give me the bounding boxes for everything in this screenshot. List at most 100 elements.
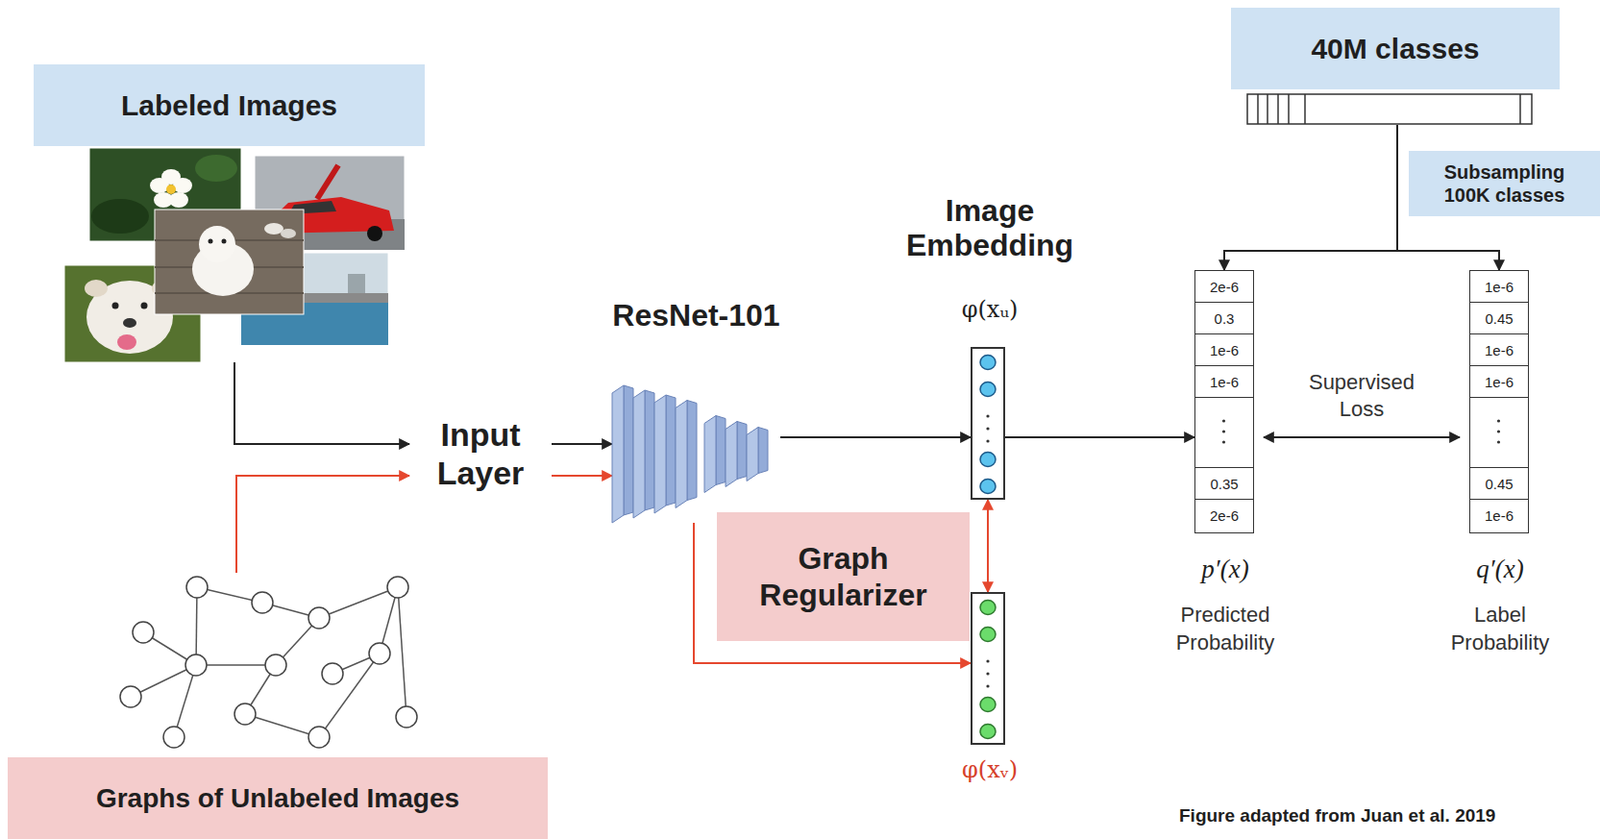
ellipsis-dot: [985, 659, 989, 663]
vector-entry: [980, 724, 996, 739]
puppy-head: [198, 225, 236, 263]
vector-entry: [980, 355, 996, 370]
class-bar-frame: [1247, 94, 1532, 124]
connector-arrow: [1263, 436, 1460, 439]
note-box: Subsampling 100K classes: [1408, 150, 1600, 217]
layer-side: [665, 394, 676, 506]
graph-edge: [196, 587, 197, 665]
bulldog-eye: [112, 302, 120, 310]
layer-front: [725, 421, 738, 488]
class-cell-divider: [1256, 94, 1259, 124]
leaf: [195, 154, 238, 182]
resnet-block: ResNet-101: [612, 385, 781, 523]
vector-entry: [980, 452, 996, 468]
layer-front: [633, 390, 645, 518]
layer-side: [737, 421, 747, 480]
math-label: φ(xᵥ): [884, 756, 1096, 785]
stone: [280, 228, 296, 239]
layer-front: [704, 416, 716, 493]
section-label: Graphs of Unlabeled Images: [7, 757, 548, 839]
section-label: Labeled Images: [33, 64, 425, 147]
ellipsis-dot: [1497, 440, 1501, 444]
ellipsis-dot: [1222, 440, 1226, 444]
vector-entries: [972, 348, 1004, 498]
probability-cell: 2e-6: [1195, 499, 1254, 532]
vector-entry: [980, 479, 996, 494]
box-label: Graph Regularizer: [716, 540, 970, 615]
math-label: p′(x): [1129, 553, 1322, 585]
class-bar: [1246, 93, 1533, 125]
regularizer-box: Graph Regularizer: [716, 512, 970, 641]
ellipsis-cell: [1195, 397, 1254, 468]
ellipsis-dot: [1222, 429, 1226, 433]
layer-side: [644, 390, 655, 511]
probability-cell: 1e-6: [1195, 366, 1254, 398]
probability-cell: 2e-6: [1195, 270, 1254, 303]
ellipsis-dot: [985, 414, 989, 418]
graph-vertex: [395, 706, 418, 728]
graph-vertex: [120, 686, 142, 708]
layer-side: [758, 427, 768, 474]
predicted-vector: 2e-60.31e-61e-60.352e-6p′(x)Predicted Pr…: [1194, 270, 1255, 534]
flower-petal: [149, 177, 170, 194]
ellipsis-dot: [985, 426, 989, 430]
vector-heading: Image Embedding: [884, 193, 1096, 265]
class-cell-divider: [1287, 94, 1290, 124]
vector-caption: Label Probability: [1427, 601, 1573, 657]
flower-petal: [172, 177, 193, 194]
graph-edge: [196, 664, 276, 666]
box-label: Subsampling 100K classes: [1432, 160, 1577, 207]
ellipsis-dot: [1497, 429, 1501, 433]
graph-vertex: [387, 576, 409, 598]
connector-arrow: [1224, 124, 1398, 271]
class-cell-divider: [1304, 94, 1306, 124]
source-note: Figure adapted from Juan et al. 2019: [1179, 805, 1496, 827]
car-wheel: [367, 225, 383, 242]
graph-vertex: [265, 654, 287, 676]
layer-front: [612, 385, 624, 523]
neighbor-embedding-vector: φ(xᵥ): [970, 591, 1006, 745]
vector-caption: Predicted Probability: [1153, 601, 1298, 657]
puppy-eye: [221, 239, 227, 245]
bulldog-ear: [84, 279, 108, 297]
flower-petal: [153, 192, 173, 208]
connector-arrow: [986, 499, 989, 592]
label-holder: Figure adapted from Juan et al. 2019: [1179, 805, 1496, 827]
puppy-photo: [154, 209, 304, 315]
graph-vertex: [186, 576, 208, 598]
layer-side: [623, 385, 634, 516]
puppy-eye: [208, 239, 214, 245]
graph-vertex: [185, 654, 207, 676]
bulldog-tongue: [117, 334, 137, 350]
probability-cell: 1e-6: [1470, 366, 1528, 398]
connector-arrow: [551, 443, 613, 445]
graph-vertex: [251, 591, 273, 614]
vector-entry: [980, 627, 996, 642]
graph-vertex: [321, 663, 344, 685]
probability-cell: 1e-6: [1470, 499, 1528, 532]
probability-cell: 0.45: [1470, 302, 1528, 335]
flower-center: [166, 184, 176, 195]
probability-cell: 1e-6: [1470, 270, 1528, 303]
image-graph-group: Graphs of Unlabeled Images: [7, 572, 548, 839]
leaf: [91, 198, 149, 234]
layer-front: [654, 394, 666, 514]
connector-arrow: [236, 475, 410, 573]
connector-arrow: [780, 436, 971, 439]
layer-front: [746, 427, 759, 482]
math-label: φ(xᵤ): [884, 295, 1096, 324]
image-collage-group: Labeled Images: [33, 64, 425, 363]
probability-cell: 1e-6: [1195, 334, 1254, 367]
network-label: ResNet-101: [573, 297, 819, 334]
ellipsis-cell: [1470, 397, 1528, 468]
ellipsis-symbol: [1470, 397, 1527, 467]
vector-entry: [980, 600, 996, 616]
class-set: 40M classes: [1230, 7, 1560, 125]
embedding-vector: Image Embeddingφ(xᵤ): [970, 346, 1006, 500]
caption-holder: Image Embedding φ(xᵤ): [884, 193, 1096, 324]
bulldog-nose: [123, 318, 137, 328]
layer-label: Input Layer: [409, 416, 552, 492]
class-cell-divider: [1277, 94, 1280, 124]
bulldog-eye: [141, 302, 148, 310]
connector-arrow: [234, 362, 410, 444]
